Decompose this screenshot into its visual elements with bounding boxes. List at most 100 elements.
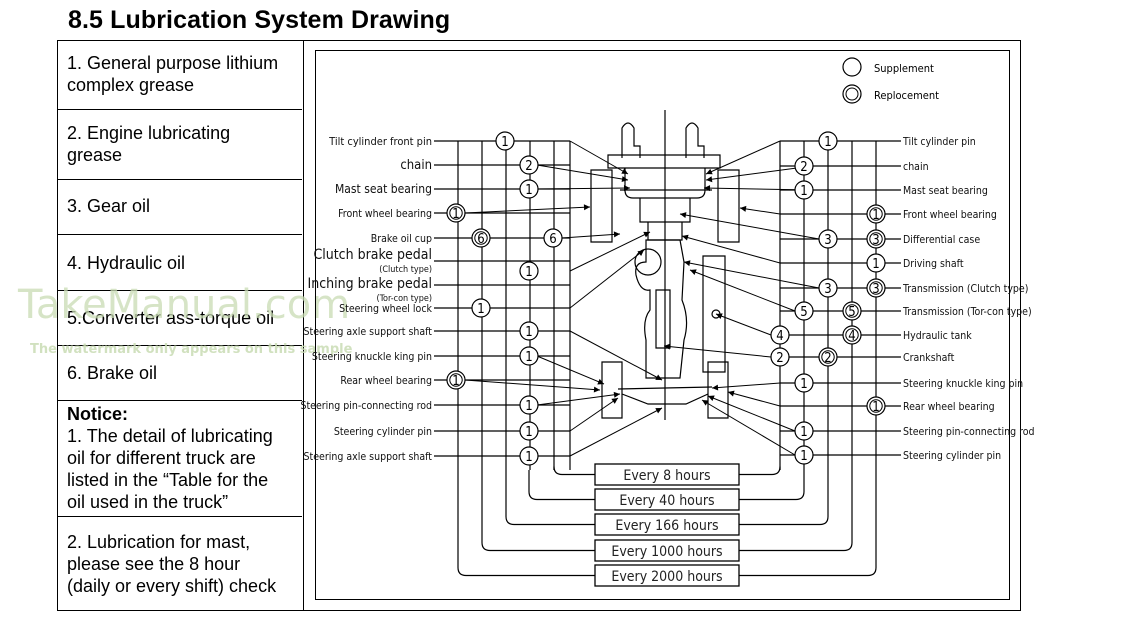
marker-circle (519, 261, 539, 281)
interval-box-frame (594, 539, 740, 562)
marker-inner-circle (869, 232, 883, 246)
left-point-label: Steering axle support shaft (304, 326, 433, 338)
leader-line (711, 382, 781, 389)
lubricant-legend-table: 1. General purpose lithium complex greas… (57, 40, 304, 611)
marker-inner-circle (449, 206, 463, 220)
marker-circle (794, 445, 814, 465)
lubricant-line: 6. Brake oil (67, 363, 158, 383)
arrowhead (593, 386, 600, 393)
lubricant-line: grease (67, 145, 123, 165)
rear-wheel-left (601, 361, 623, 419)
leader-line (707, 395, 796, 432)
marker-number: 3 (824, 282, 831, 297)
marker-brake-oil-cup-replacement: 6 (471, 228, 491, 248)
marker-number: 1 (824, 135, 831, 150)
marker-steering-pin-connecting-rod-right: 1 (794, 421, 814, 441)
leader-line (705, 165, 813, 181)
interval-box: Every 8 hours (594, 463, 740, 486)
marker-number: 1 (800, 377, 807, 392)
marker-rear-wheel-bearing-right: 1 (866, 396, 886, 416)
marker-number: 2 (525, 159, 532, 174)
right-point-label: Mast seat bearing (903, 185, 988, 197)
arrowhead (716, 313, 723, 319)
marker-inner-circle (869, 281, 883, 295)
marker-circle (818, 229, 838, 249)
leader-line (569, 397, 619, 432)
interval-left-connector (505, 470, 595, 526)
notice-cell-1: Notice: 1. The detail of lubricating oil… (57, 401, 302, 517)
left-point-label: Rear wheel bearing (340, 375, 432, 387)
marker-inner-circle (869, 207, 883, 221)
leader-line (683, 261, 820, 289)
marker-hydraulic-tank-supplement: 4 (770, 325, 790, 345)
lubricant-line: 4. Hydraulic oil (67, 253, 186, 273)
marker-front-wheel-bearing-right: 1 (866, 204, 886, 224)
arrowhead (706, 168, 713, 175)
marker-circle (519, 421, 539, 441)
marker-number: 3 (872, 282, 879, 297)
left-point-label: Steering axle support shaft (304, 451, 433, 463)
interval-left-connector (457, 470, 595, 577)
interval-box: Every 1000 hours (594, 539, 740, 562)
lubrication-drawing-frame (315, 50, 1010, 600)
lubricant-row-4: 4. Hydraulic oil (57, 235, 302, 291)
arrowhead (623, 185, 630, 192)
marker-number: 5 (800, 305, 807, 320)
marker-circle (519, 321, 539, 341)
marker-circle (866, 253, 886, 273)
lubricant-row-3: 3. Gear oil (57, 180, 302, 235)
arrowhead (655, 408, 662, 414)
leader-line (681, 235, 781, 264)
interval-left-connector (553, 466, 595, 476)
interval-box-frame (594, 463, 740, 486)
interval-label: Every 1000 hours (611, 544, 722, 560)
marker-circle (818, 278, 838, 298)
marker-tilt-cylinder-pin: 1 (818, 131, 838, 151)
interval-box: Every 2000 hours (594, 564, 740, 587)
right-point-label: Tilt cylinder pin (902, 136, 976, 148)
lubricant-row-5: 5.Converter ass-torque oil (57, 291, 302, 346)
arrowhead (728, 390, 735, 397)
marker-transmission-torcon-replacement: 5 (842, 301, 862, 321)
notice-cell-2: 2. Lubrication for mast, please see the … (57, 517, 302, 609)
marker-number: 1 (525, 450, 532, 465)
marker-circle (519, 179, 539, 199)
leader-line (739, 207, 781, 215)
notice-line: oil used in the truck” (67, 492, 229, 512)
marker-number: 1 (525, 183, 532, 198)
marker-tilt-cylinder-front-pin: 1 (495, 131, 515, 151)
arrowhead (680, 212, 687, 219)
replacement-symbol-inner (845, 87, 859, 101)
marker-number: 6 (549, 232, 556, 247)
lubricant-row-2: 2. Engine lubricating grease (57, 110, 302, 180)
interval-right-connector (739, 466, 781, 476)
marker-differential-case-supplement: 3 (818, 229, 838, 249)
marker-circle (794, 180, 814, 200)
left-point-label: Steering cylinder pin (334, 426, 432, 438)
legend-replacement-label: Replocement (874, 89, 939, 102)
leader-line (464, 206, 591, 214)
left-point-label: (Tor-con type) (376, 294, 432, 304)
right-point-label: Transmission (Clutch type) (902, 283, 1028, 295)
marker-crankshaft-replacement: 2 (818, 347, 838, 367)
marker-transmission-clutch-replacement: 3 (866, 278, 886, 298)
lubricant-line: 3. Gear oil (67, 196, 151, 216)
hydraulic-tank (702, 255, 726, 373)
marker-steering-knuckle-king-pin-right: 1 (794, 373, 814, 393)
marker-inner-circle (845, 304, 859, 318)
marker-number: 3 (872, 233, 879, 248)
right-point-label: Steering cylinder pin (903, 450, 1001, 462)
marker-hydraulic-tank-replacement: 4 (842, 325, 862, 345)
lubricant-line: 1. General purpose lithium (67, 53, 279, 73)
marker-number: 1 (525, 325, 532, 340)
marker-chain-right: 2 (794, 156, 814, 176)
marker-number: 1 (800, 449, 807, 464)
arrowhead (655, 374, 662, 380)
left-point-label: chain (400, 158, 432, 173)
interval-box: Every 40 hours (594, 488, 740, 511)
left-point-label: Steering pin-connecting rod (300, 400, 432, 412)
marker-number: 1 (525, 265, 532, 280)
